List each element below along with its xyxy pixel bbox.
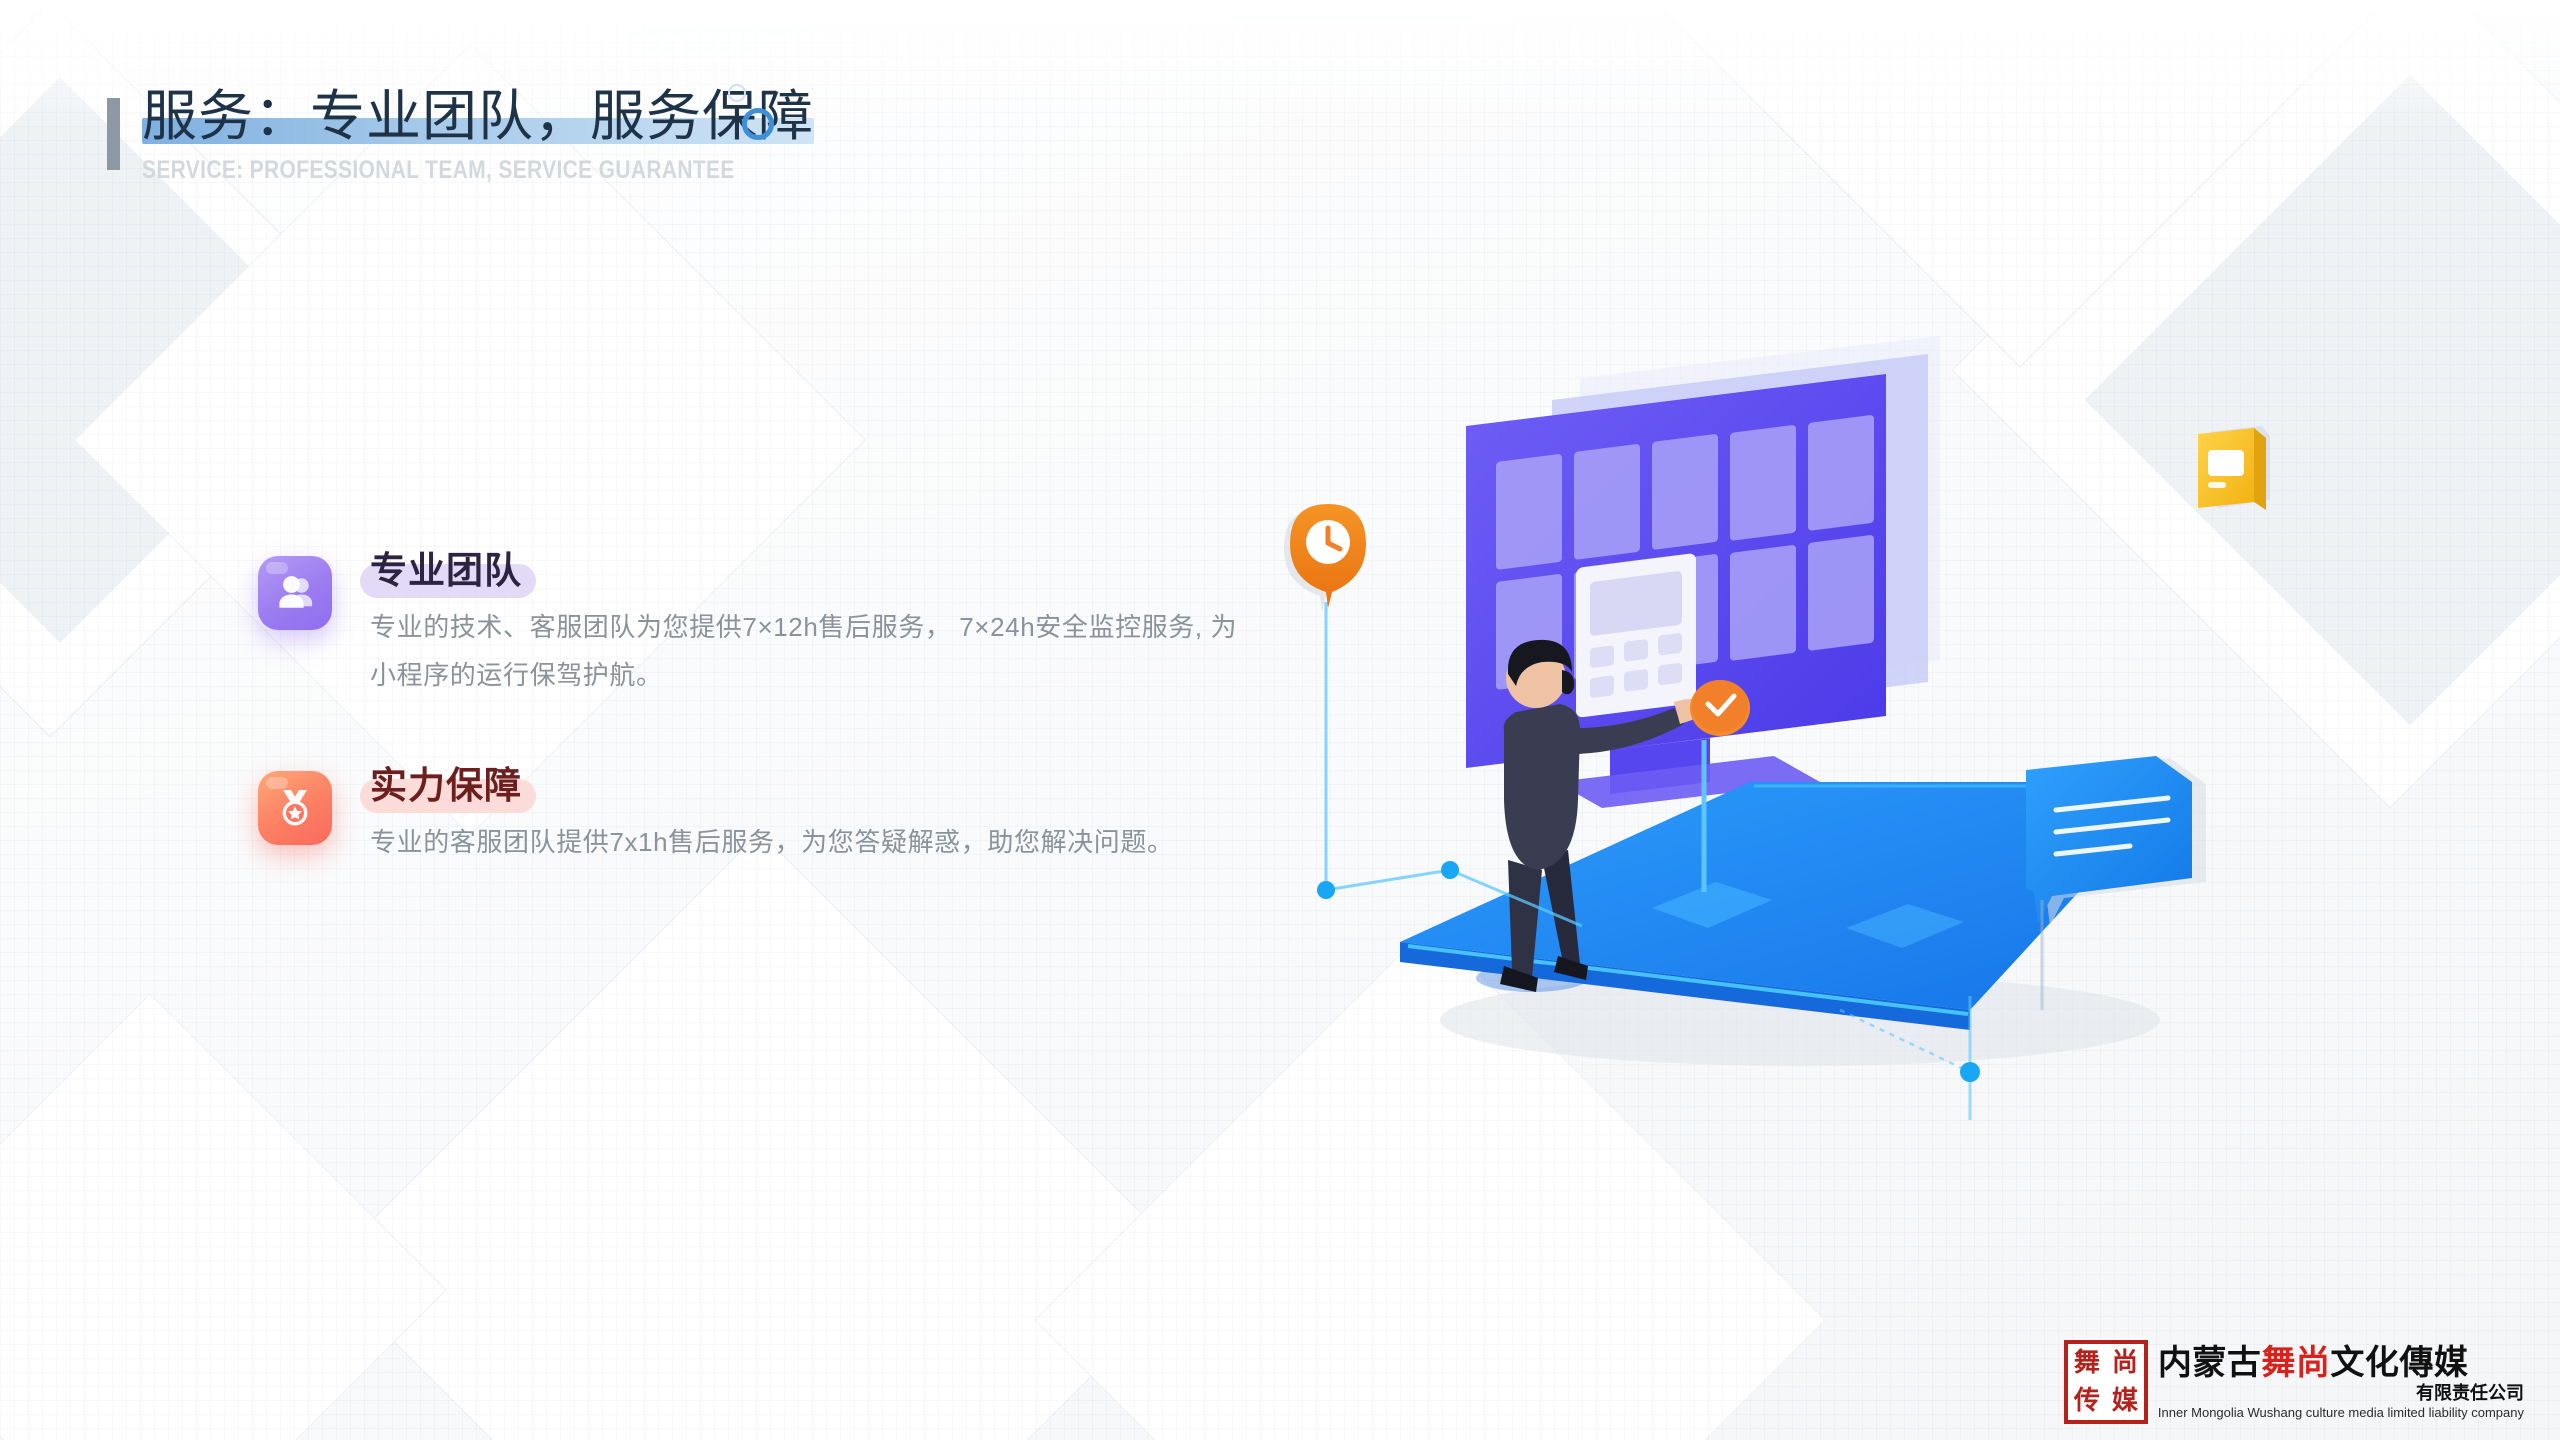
logo-seal: 舞 尚 传 媒 xyxy=(2063,1340,2148,1424)
feature-heading: 专业团队 xyxy=(360,548,536,599)
logo-company-name: 内蒙古舞尚文化傳媒 xyxy=(2158,1346,2524,1380)
feature-item: 实力保障 专业的客服团队提供7x1h售后服务，为您答疑解惑，助您解决问题。 xyxy=(258,763,1258,867)
page-header: 服务：专业团队，服务保障 SERVICE: PROFESSIONAL TEAM,… xyxy=(107,85,848,185)
feature-heading-label: 实力保障 xyxy=(370,764,522,806)
logo-name-brand: 舞尚 xyxy=(2261,1343,2331,1382)
heading-highlight xyxy=(360,779,536,814)
seal-char: 尚 xyxy=(2111,1348,2138,1377)
logo-name-part-1: 内蒙古 xyxy=(2157,1343,2262,1382)
logo-text-group: 内蒙古舞尚文化傳媒 有限责任公司 Inner Mongolia Wushang … xyxy=(2158,1346,2524,1419)
heading-highlight xyxy=(360,564,536,599)
isometric-service-illustration xyxy=(1280,330,2460,1120)
medal-icon xyxy=(258,770,332,845)
seal-char: 媒 xyxy=(2111,1386,2138,1415)
feature-body: 专业团队 专业的技术、客服团队为您提供7×12h售后服务， 7×24h安全监控服… xyxy=(360,548,1258,699)
feature-heading-label: 专业团队 xyxy=(370,550,522,591)
seal-char: 舞 xyxy=(2073,1348,2100,1377)
header-accent-bar xyxy=(107,98,120,170)
company-logo: 舞 尚 传 媒 内蒙古舞尚文化傳媒 有限责任公司 Inner Mongolia … xyxy=(2063,1340,2524,1424)
page-subtitle: SERVICE: PROFESSIONAL TEAM, SERVICE GUAR… xyxy=(142,155,735,184)
feature-description: 专业的技术、客服团队为您提供7×12h售后服务， 7×24h安全监控服务, 为小… xyxy=(370,612,1238,690)
logo-name-part-2: 文化傳媒 xyxy=(2330,1343,2469,1382)
feature-item: 专业团队 专业的技术、客服团队为您提供7×12h售后服务， 7×24h安全监控服… xyxy=(258,548,1258,699)
decoration-circle-large xyxy=(742,108,774,140)
users-icon xyxy=(258,556,332,630)
header-text-group: 服务：专业团队，服务保障 SERVICE: PROFESSIONAL TEAM,… xyxy=(142,85,848,185)
icon-gloss xyxy=(266,776,288,789)
logo-english-name: Inner Mongolia Wushang culture media lim… xyxy=(2157,1404,2524,1420)
feature-heading: 实力保障 xyxy=(360,763,536,814)
decoration-circle-small xyxy=(728,84,746,102)
seal-char: 传 xyxy=(2073,1386,2100,1415)
logo-entity-type: 有限责任公司 xyxy=(2416,1382,2524,1403)
page-title: 服务：专业团队，服务保障 xyxy=(142,85,815,147)
background-top-sheen xyxy=(0,0,2560,130)
feature-description: 专业的客服团队提供7x1h售后服务，为您答疑解惑，助您解决问题。 xyxy=(370,827,1174,858)
feature-body: 实力保障 专业的客服团队提供7x1h售后服务，为您答疑解惑，助您解决问题。 xyxy=(360,763,1258,867)
title-wrapper: 服务：专业团队，服务保障 xyxy=(142,85,815,147)
title-underline xyxy=(142,117,815,144)
icon-gloss xyxy=(266,562,288,574)
feature-list: 专业团队 专业的技术、客服团队为您提供7×12h售后服务， 7×24h安全监控服… xyxy=(258,548,1258,930)
